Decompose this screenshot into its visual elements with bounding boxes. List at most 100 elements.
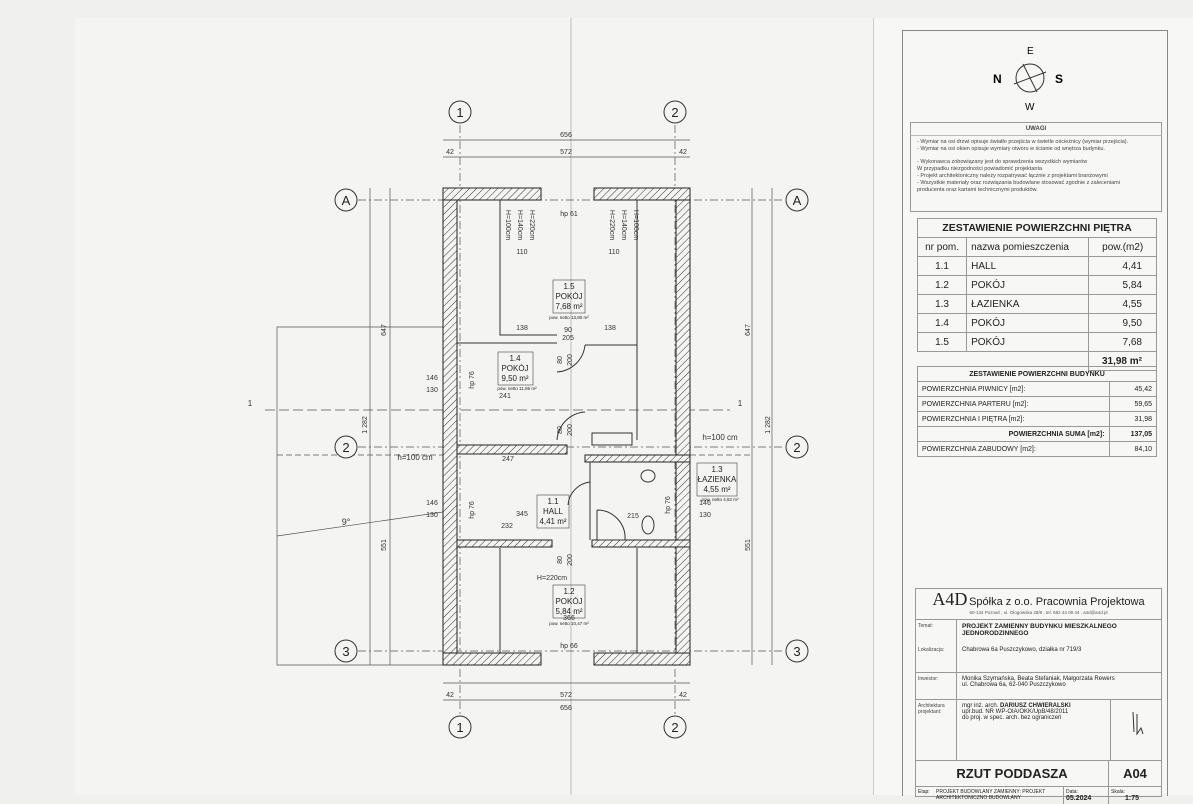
svg-text:5,84 m²: 5,84 m²	[555, 607, 582, 616]
dim-label: 345	[516, 511, 528, 518]
axis-bubble-A-right: A	[785, 188, 809, 212]
dim-label: 138	[516, 325, 528, 332]
dim-130: 130	[426, 387, 438, 394]
svg-text:POKÓJ: POKÓJ	[555, 292, 582, 301]
dim-146: 146	[699, 500, 711, 507]
height-label: H=140cm	[620, 210, 627, 240]
dim-inner-bottom: 572	[560, 692, 572, 699]
svg-text:1.2: 1.2	[563, 587, 575, 596]
drawing-number: A04	[1123, 766, 1147, 781]
compass-s: S	[1055, 72, 1063, 86]
roof-angle: 9°	[342, 517, 351, 527]
hp-label: hp 76	[469, 371, 476, 389]
svg-text:2: 2	[342, 440, 349, 455]
dim-inner-top: 572	[560, 149, 572, 156]
table-row: POWIERZCHNIA SUMA [m2]:137,05	[917, 426, 1158, 442]
hp-label: hp 76	[469, 501, 476, 519]
col-header: nazwa pomieszczenia	[966, 237, 1090, 257]
dim-label: 232	[501, 523, 513, 530]
height-label: H=140cm	[516, 210, 523, 240]
svg-text:4,55 m²: 4,55 m²	[703, 485, 730, 494]
note-line: - Wszystkie materiały oraz rozwiązania b…	[917, 180, 1120, 186]
dim-130: 130	[699, 512, 711, 519]
dim-label: 110	[516, 249, 527, 256]
scale: 1:75	[1125, 795, 1140, 802]
height-label: h=100 cm	[397, 453, 433, 462]
dim-label: 366	[563, 615, 575, 622]
dim-647: 647	[381, 324, 388, 336]
compass-n: N	[993, 72, 1002, 86]
svg-text:1.1: 1.1	[547, 497, 559, 506]
hp-label: hp 66	[560, 643, 578, 650]
table-row: POWIERZCHNIA PIWNICY [m2]:45,42	[917, 381, 1158, 397]
dim-label: 138	[604, 325, 616, 332]
axis-bubble-2-left: 2	[334, 435, 358, 459]
dim-label: 90	[564, 327, 572, 334]
col-header: pow.(m2)	[1088, 237, 1157, 257]
height-label: H=220cm	[528, 210, 535, 240]
architect-license: upr.bud. NR WP-OIA/OKK/UpB/48/2011	[962, 709, 1069, 715]
note-line: - Wymiar na osi okien opisuje wymiary ot…	[917, 146, 1105, 152]
notes-title: UWAGI	[911, 123, 1161, 136]
height-label: H=100cm	[504, 210, 511, 240]
svg-text:pow. netto 4,82 m²: pow. netto 4,82 m²	[701, 497, 739, 502]
dim-146: 146	[426, 375, 438, 382]
hp-label: hp 61	[560, 211, 578, 218]
table-row: POWIERZCHNIA I PIĘTRA [m2]:31,98	[917, 411, 1158, 427]
svg-text:1: 1	[456, 105, 463, 120]
axis-bubble-A-left: A	[334, 188, 358, 212]
dim-label: 247	[502, 456, 514, 463]
dim-146: 146	[426, 500, 438, 507]
svg-text:9,50 m²: 9,50 m²	[501, 374, 528, 383]
investor-names: Monika Szymańska, Beata Stefaniak, Małgo…	[962, 676, 1115, 682]
note-line: producenta oraz kartami technicznymi pro…	[917, 187, 1038, 193]
axis-bubble-2-top: 2	[663, 100, 687, 124]
dim-551: 551	[381, 539, 388, 551]
height-label: H=220cm	[608, 210, 615, 240]
axis-bubble-2-bottom: 2	[663, 715, 687, 739]
svg-text:1: 1	[456, 720, 463, 735]
investor-label: Inwestor:	[916, 673, 957, 699]
dim-total-top: 656	[560, 132, 572, 139]
svg-text:3: 3	[793, 644, 800, 659]
height-label: H=220cm	[537, 575, 567, 582]
table-row: POWIERZCHNIA PARTERU [m2]:59,65	[917, 396, 1158, 412]
stage: PROJEKT BUDOWLANY ZAMIENNY: PROJEKT ARCH…	[936, 789, 1046, 801]
svg-text:pow. netto 13,80 m²: pow. netto 13,80 m²	[549, 315, 589, 320]
company-header: A4D Spółka z o.o. Pracownia Projektowa 6…	[916, 589, 1161, 620]
svg-text:2: 2	[671, 720, 678, 735]
dim-wall: 42	[679, 149, 687, 156]
svg-text:7,68 m²: 7,68 m²	[555, 302, 582, 311]
axis-bubble-3-right: 3	[785, 639, 809, 663]
title-block: A4D Spółka z o.o. Pracownia Projektowa 6…	[915, 588, 1162, 804]
section-marker: 1	[738, 399, 743, 408]
dim-wall: 42	[446, 149, 454, 156]
dim-551: 551	[745, 539, 752, 551]
svg-text:3: 3	[342, 644, 349, 659]
date-label: Data:	[1066, 789, 1078, 795]
svg-text:A: A	[793, 193, 802, 208]
axis-bubble-1-bottom: 1	[448, 715, 472, 739]
location-label: Lokalizacja:	[918, 647, 945, 653]
height-label: H=100cm	[632, 210, 639, 240]
svg-text:POKÓJ: POKÓJ	[501, 364, 528, 373]
dim-label: 80	[557, 556, 564, 564]
note-line: - Projekt architektoniczny należy rozpat…	[917, 173, 1108, 179]
architect-scope: do proj. w spec. arch. bez ograniczeń	[962, 715, 1062, 721]
svg-text:POKÓJ: POKÓJ	[555, 597, 582, 606]
sheet-frame	[902, 30, 1168, 796]
table-row: POWIERZCHNIA ZABUDOWY [m2]:84,10	[917, 441, 1158, 457]
note-line: - Wykonawca zobowiązany jest do sprawdze…	[917, 159, 1088, 165]
svg-text:4,41 m²: 4,41 m²	[539, 517, 566, 526]
svg-text:ŁAZIENKA: ŁAZIENKA	[698, 475, 737, 484]
company-name: Spółka z o.o. Pracownia Projektowa	[969, 596, 1145, 608]
table-title: ZESTAWIENIE POWIERZCHNI BUDYNKU	[917, 366, 1157, 382]
dim-label: 110	[608, 249, 619, 256]
